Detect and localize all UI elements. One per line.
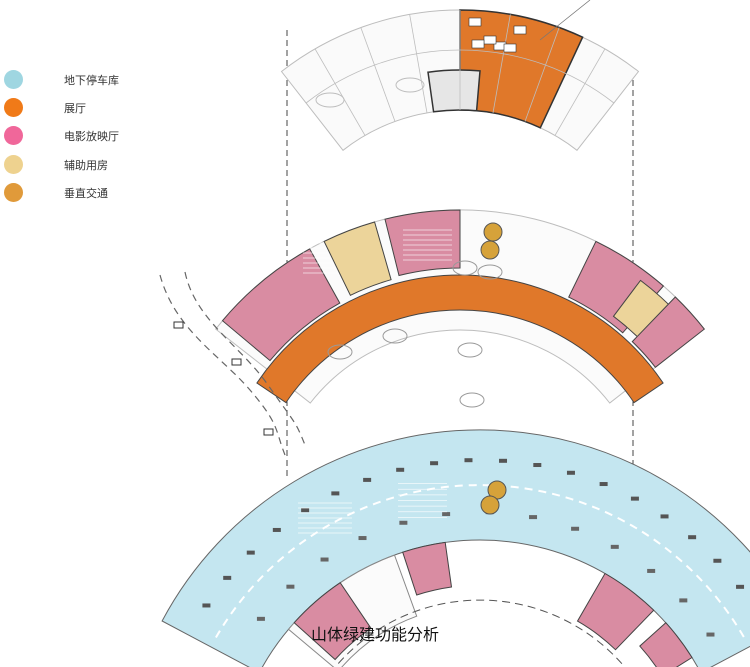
diagram-caption: 山体绿建功能分析 [310,625,439,644]
top-floor-grid-line [554,48,606,136]
basement-vertical-core [480,495,500,515]
basement-parked-car [529,515,538,520]
basement-parking-ring [161,429,750,667]
top-floor-display-stand [513,25,527,35]
top-floor-display-stand [503,43,517,53]
legend-item-auxiliary: 辅助用房 [0,155,180,177]
basement-parked-car [610,544,619,549]
middle-floor-cinema-center [384,209,461,277]
middle-floor-auxiliary-left [323,221,392,296]
basement-parked-car [566,470,575,475]
basement-parked-car [256,616,265,621]
legend-item-parking: 地下停车库 [0,70,180,92]
basement-parked-car [499,458,508,463]
basement-cinema-right [576,572,655,651]
top-floor-display-stand [483,35,497,45]
basement-parked-car [246,550,255,555]
legend-label-exhibition: 展厅 [64,102,86,115]
basement-parked-car [396,467,405,472]
middle-floor-vertical-core [480,240,500,260]
middle-floor-column [459,392,485,408]
basement-parked-car [202,603,211,608]
basement-parked-car [571,526,580,531]
basement-parked-car [399,520,408,525]
middle-floor-column [327,344,353,360]
middle-floor-column [382,328,408,344]
basement-cinema-center [402,541,453,596]
middle-floor-exhibition-hall [256,274,664,404]
middle-floor-cinema-left [221,248,341,362]
legend-label-parking: 地下停车库 [64,74,119,87]
top-floor-column [315,92,345,108]
basement-parked-car [464,458,473,463]
basement-parked-car [272,527,281,532]
top-floor-display-stand [471,39,485,49]
top-floor-column [395,77,425,93]
basement-parked-car [713,558,722,563]
basement-parked-car [358,536,367,541]
access-road-car [231,358,242,366]
legend-swatch-cinema [4,126,23,145]
basement-parked-car [286,584,295,589]
basement-cinema-left [293,582,372,661]
legend-label-vertical-core: 垂直交通 [64,187,108,200]
top-floor-grid-line [409,14,428,113]
middle-floor-vertical-core [483,222,503,242]
middle-floor-column [457,342,483,358]
middle-floor-column [477,264,503,280]
basement-parked-car [706,632,715,637]
top-floor-grid-line [492,14,511,113]
access-road-edge-left [159,274,286,456]
basement-parked-car [331,491,340,496]
basement-dashed-edge [334,599,626,667]
basement-parked-car [599,482,608,487]
top-floor-display-stand [468,17,482,27]
basement-parked-car [647,568,656,573]
basement-parked-car [301,508,310,513]
basement-parked-car [442,512,451,517]
basement-parked-car [736,584,745,589]
legend-swatch-auxiliary [4,155,23,174]
top-floor-grid-line [524,27,560,122]
middle-floor-cinema-far-right [631,296,706,369]
legend-label-auxiliary: 辅助用房 [64,159,108,172]
axonometric-floor-plans [159,0,750,667]
top-floor-leader-line [539,0,591,41]
basement-parked-car [430,461,439,466]
top-floor-grid-line [360,27,396,122]
legend-swatch-vertical-core [4,183,23,202]
basement-cinema-far-right [639,621,693,667]
basement-parked-car [223,575,232,580]
middle-floor-column [452,260,478,276]
basement-parked-car [533,463,542,468]
access-road-car [173,321,184,329]
top-floor-gray-zone [427,69,481,113]
legend-item-exhibition: 展厅 [0,98,180,120]
top-floor-inner-arc [305,49,615,104]
top-floor-grid-line [314,48,366,136]
legend-item-vertical-core: 垂直交通 [0,183,180,205]
legend-label-cinema: 电影放映厅 [64,130,119,143]
access-road-car [263,428,274,436]
basement-parked-car [363,477,372,482]
basement-parked-car [688,535,697,540]
legend-item-cinema: 电影放映厅 [0,126,180,148]
legend-swatch-exhibition [4,98,23,117]
basement-parked-car [630,496,639,501]
basement-parked-car [660,514,669,519]
basement-parked-car [679,598,688,603]
legend-swatch-parking [4,70,23,89]
basement-parked-car [320,557,329,562]
